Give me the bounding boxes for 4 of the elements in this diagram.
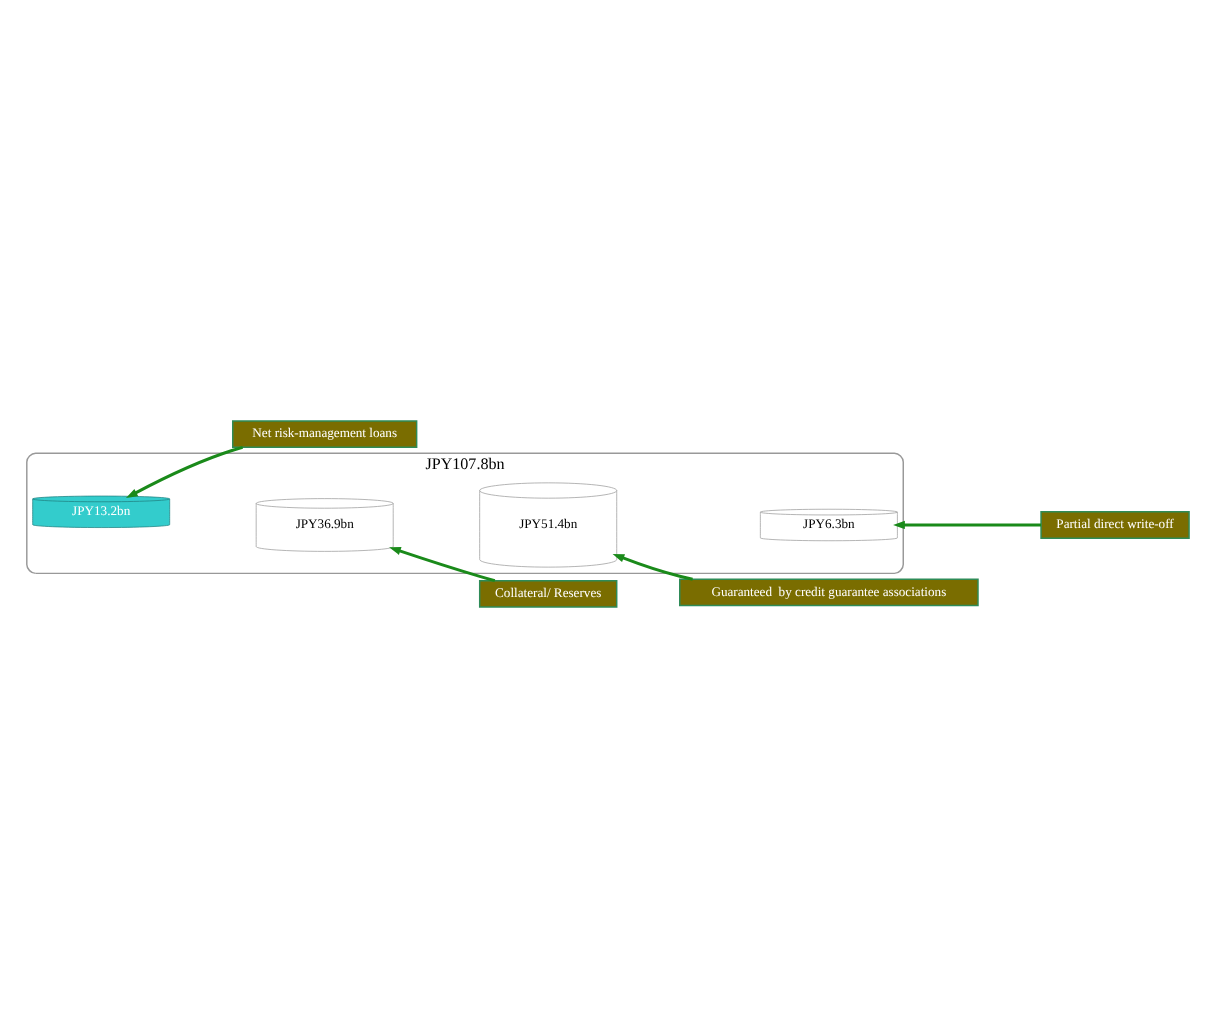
arrow: [893, 519, 1041, 529]
arrow: [389, 546, 496, 581]
arrow: [125, 444, 243, 498]
arrow: [612, 552, 693, 580]
